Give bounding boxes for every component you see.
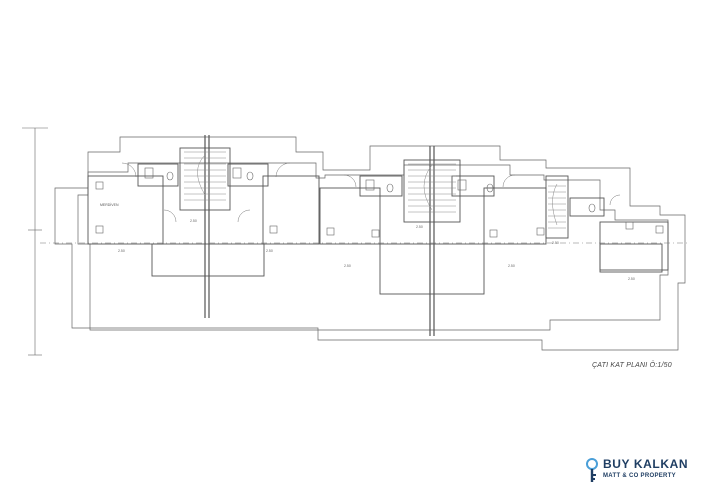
unit-1-room <box>87 175 164 245</box>
brand-logo: BUY KALKAN MATT & CO PROPERTY <box>585 455 697 487</box>
dim-label: 2.50 <box>118 249 125 253</box>
bath-1 <box>137 163 179 187</box>
bath-2 <box>227 163 269 187</box>
room-label: MERDİVEN <box>100 202 119 207</box>
dim-label: 2.50 <box>266 249 273 253</box>
dim-label: 2.50 <box>552 241 559 245</box>
court-3 <box>599 243 663 273</box>
bath-4 <box>451 175 495 197</box>
stair-core-3 <box>545 175 569 239</box>
unit-5-room <box>599 221 669 271</box>
roof-outline <box>77 162 669 331</box>
dim-label: 2.50 <box>344 264 351 268</box>
stair-core-2 <box>403 159 461 223</box>
unit-3-room <box>319 187 381 245</box>
court-2 <box>379 243 485 295</box>
key-icon <box>586 458 598 482</box>
bath-3 <box>359 175 403 197</box>
terrace-outline <box>54 136 686 351</box>
dim-label: 2.50 <box>416 225 423 229</box>
brand-name: BUY KALKAN <box>603 457 689 471</box>
bath-5 <box>569 197 605 217</box>
dim-label: 2.50 <box>508 264 515 268</box>
dim-label: 2.50 <box>628 277 635 281</box>
court-1 <box>151 243 265 277</box>
brand-tagline: MATT & CO PROPERTY <box>603 473 676 479</box>
plan-title: ÇATI KAT PLANI Ö:1/50 <box>592 362 672 369</box>
unit-2-room <box>262 175 320 245</box>
dim-label: 2.50 <box>190 219 197 223</box>
